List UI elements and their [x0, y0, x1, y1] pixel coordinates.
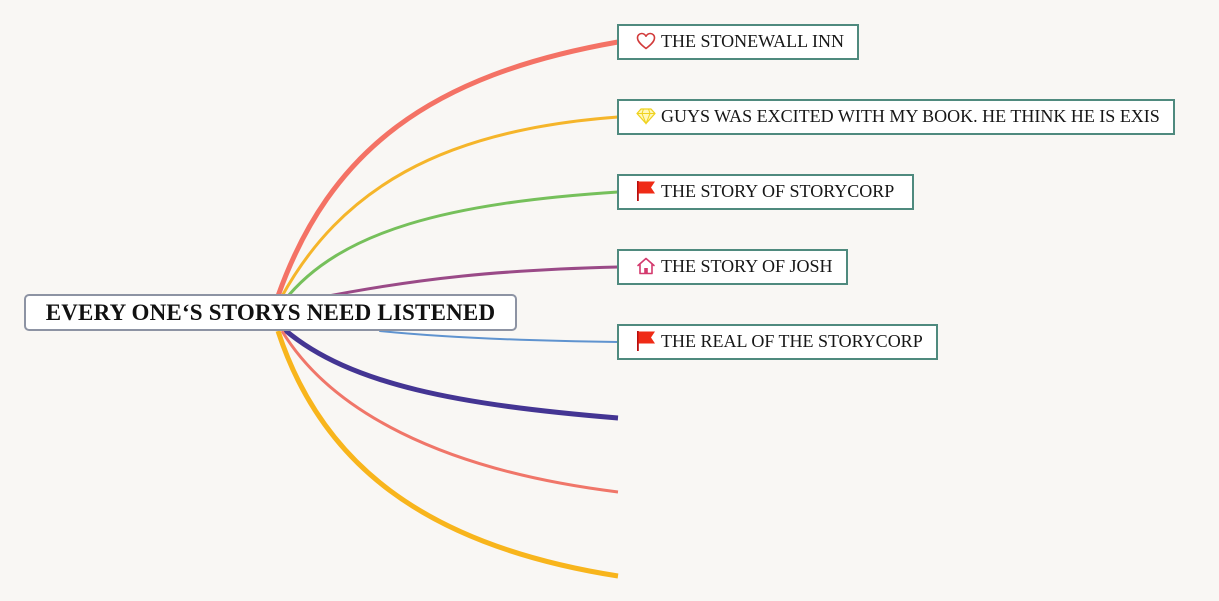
branch-line-empty-purple: [283, 328, 619, 421]
branch-line-empty-salmon: [280, 330, 619, 494]
topic-real-of-the-storycorp[interactable]: THE REAL OF THE STORYCORP: [617, 324, 938, 360]
home-icon: [636, 256, 656, 276]
heart-icon: [636, 31, 656, 51]
central-topic[interactable]: EVERY ONE‘S STORYS NEED LISTENED: [24, 294, 517, 331]
topic-stonewall-inn[interactable]: THE STONEWALL INN: [617, 24, 859, 60]
branch-line-stonewall: [275, 39, 621, 299]
topic-story-of-storycorp[interactable]: THE STORY OF STORYCORP: [617, 174, 914, 210]
branch-line-guys-excited: [279, 115, 620, 300]
topic-guys-excited[interactable]: GUYS WAS EXCITED WITH MY BOOK. HE THINK …: [617, 99, 1175, 135]
red-flag-icon: [636, 181, 656, 201]
central-topic-label: EVERY ONE‘S STORYS NEED LISTENED: [45, 299, 496, 325]
red-flag-icon: [636, 331, 656, 351]
topic-label: THE STORY OF STORYCORP: [661, 180, 895, 201]
branch-line-real-storycorp: [379, 330, 619, 343]
topic-story-of-josh[interactable]: THE STORY OF JOSH: [617, 249, 848, 285]
branch-line-storycorp: [282, 190, 620, 303]
topic-label: THE REAL OF THE STORYCORP: [661, 330, 923, 351]
branch-line-josh: [316, 265, 620, 300]
branch-line-empty-yellow: [275, 330, 619, 579]
topic-label: THE STORY OF JOSH: [661, 255, 833, 276]
topic-label: GUYS WAS EXCITED WITH MY BOOK. HE THINK …: [661, 105, 1160, 126]
topic-label: THE STONEWALL INN: [661, 30, 844, 51]
diamond-icon: [636, 106, 656, 126]
